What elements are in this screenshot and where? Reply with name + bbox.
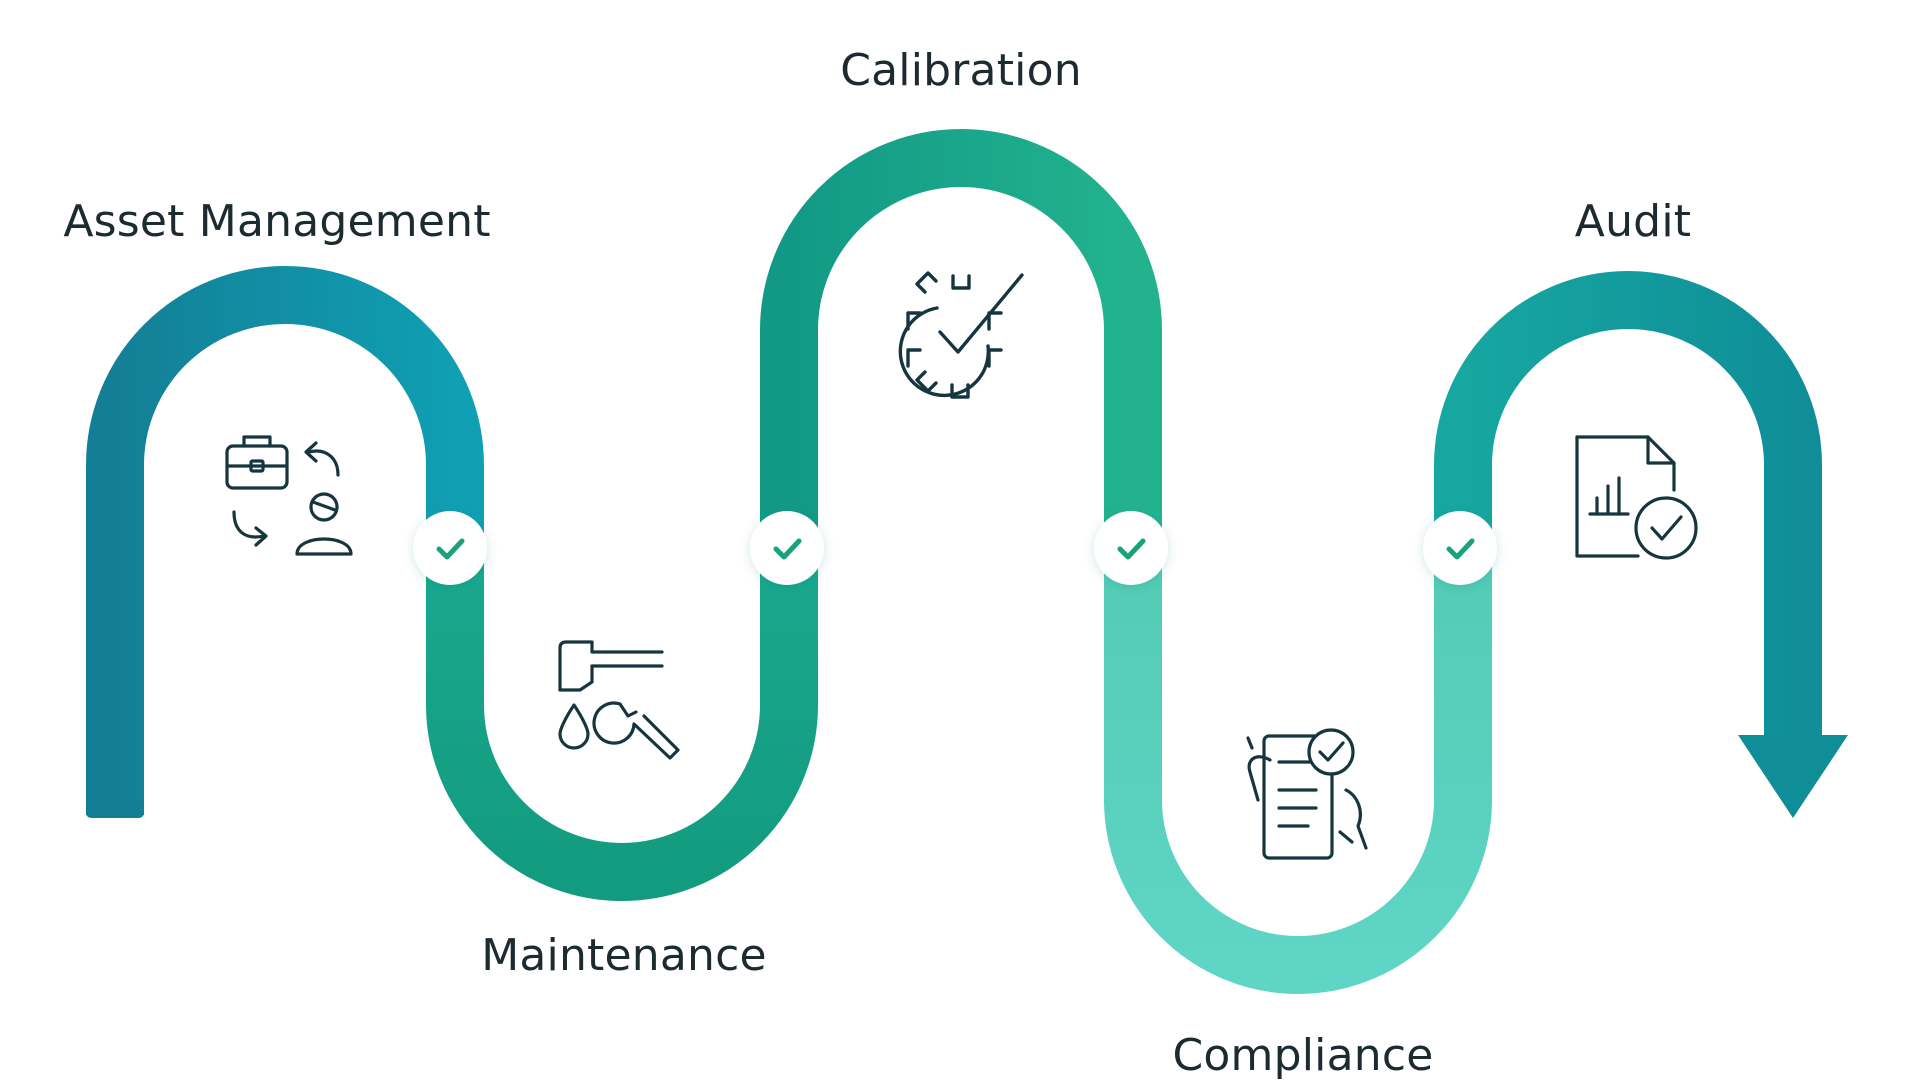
checkpoint-1 — [413, 511, 487, 585]
track-segment-calibration — [760, 129, 1162, 545]
checklist-document-icon — [1246, 728, 1368, 860]
stage-label-calibration: Calibration — [840, 45, 1082, 96]
gear-check-icon — [898, 271, 1024, 399]
track-segment-maintenance — [426, 545, 818, 901]
flow-arrow-head — [1738, 735, 1848, 818]
check-icon — [1117, 538, 1146, 560]
report-check-icon — [1575, 435, 1698, 560]
checkpoint-2 — [750, 511, 824, 585]
stage-label-audit: Audit — [1574, 196, 1692, 247]
track-segment-audit — [1434, 271, 1822, 740]
checkpoint-3 — [1094, 511, 1168, 585]
stage-label-compliance: Compliance — [1172, 1030, 1434, 1081]
faucet-wrench-icon — [558, 640, 680, 760]
check-icon — [773, 538, 802, 560]
track-start-cap — [86, 800, 144, 818]
track-segment-compliance — [1104, 545, 1492, 994]
check-icon — [1446, 538, 1475, 560]
asset-exchange-icon — [225, 435, 353, 556]
stage-label-asset-management: Asset Management — [63, 196, 491, 247]
track-segment-asset-management — [86, 266, 484, 815]
checkpoint-4 — [1423, 511, 1497, 585]
check-icon — [436, 538, 465, 560]
stage-label-maintenance: Maintenance — [481, 930, 767, 981]
